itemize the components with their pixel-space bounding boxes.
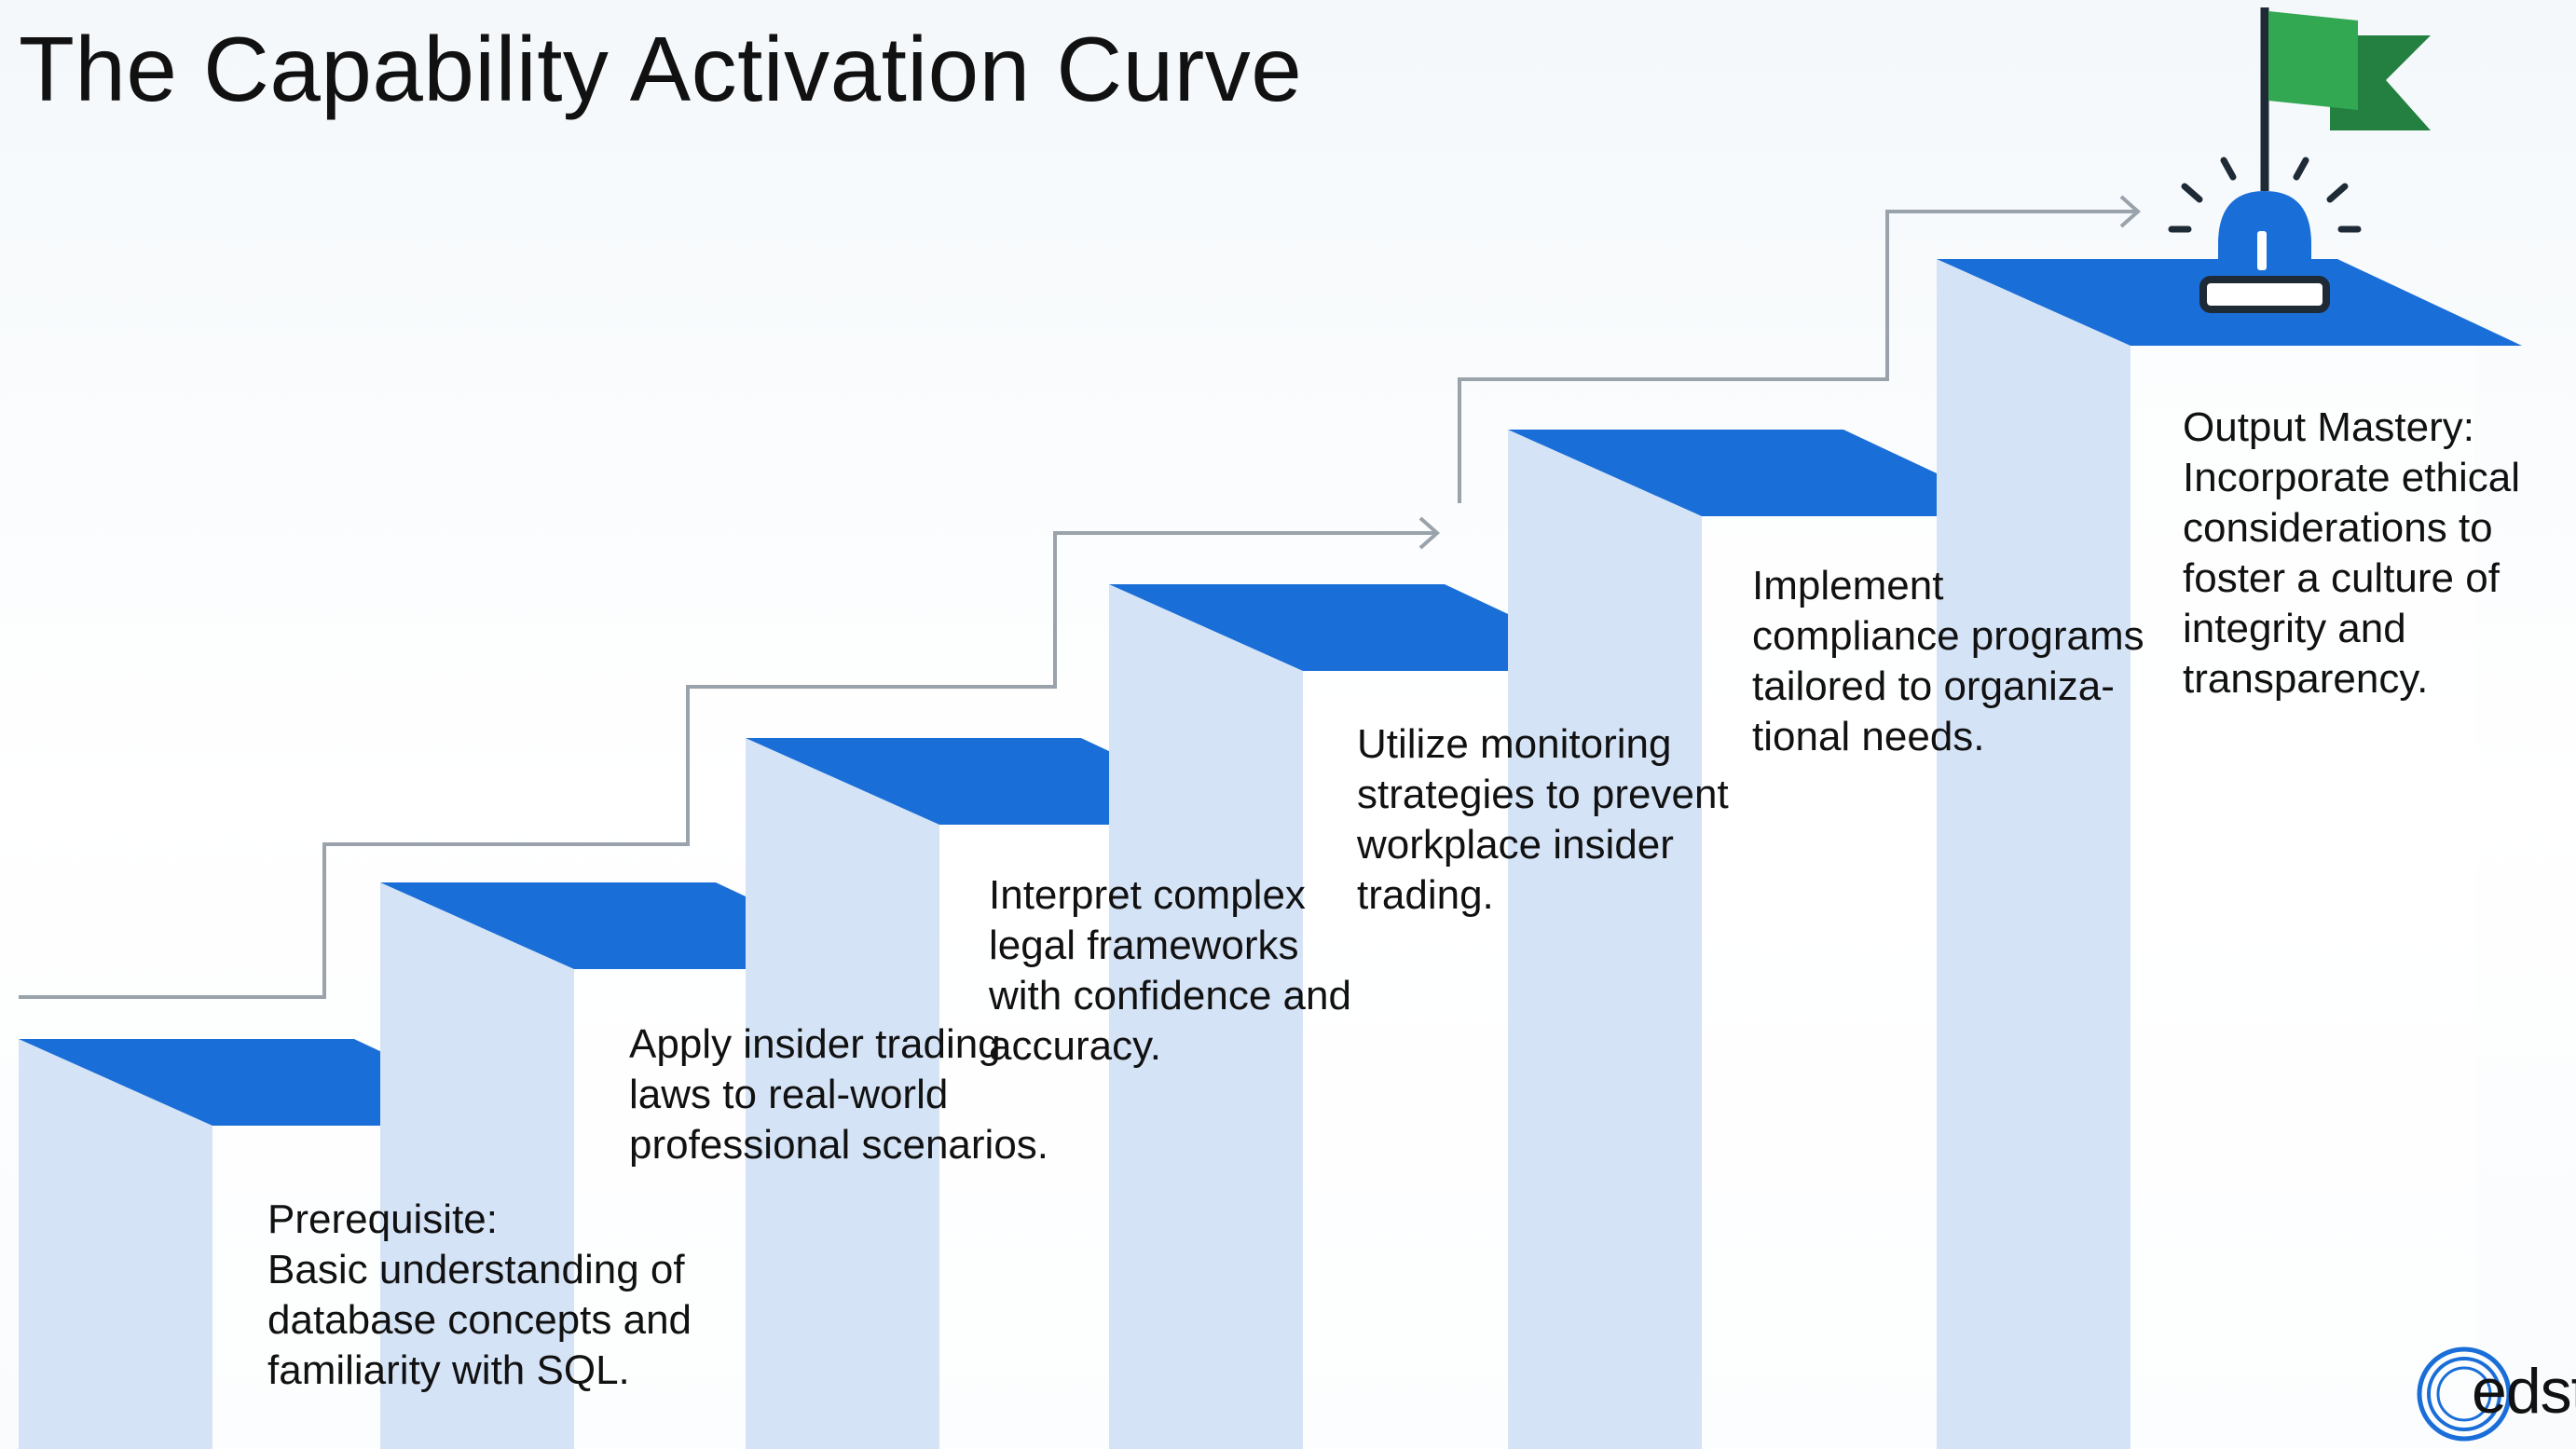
logo-text: edstellar [2472,1356,2576,1427]
goal-marker [2168,7,2431,313]
progress-path-arrow [19,195,2142,999]
stair-step-6 [1937,259,2522,1449]
step-2-text: Apply insider trading laws to real-world… [629,1021,1049,1168]
stair-riser [746,738,939,1449]
edstellar-logo-icon [2417,1346,2512,1442]
stair-riser [380,882,574,1449]
arrow-head [2119,195,2142,228]
siren-beacon-icon [2168,157,2362,313]
staircase [19,259,2522,1449]
stair-tread [1109,584,1629,671]
stair-riser [1937,259,2131,1449]
flag-icon [2268,11,2358,110]
step-6-text: Output Mastery: Incorporate ethical cons… [2183,404,2520,702]
stair-side [1702,516,1981,1449]
step-1-text: Prerequisite: Basic understanding of dat… [267,1196,692,1393]
brand-logo: edstellar [2416,1338,2576,1449]
arrow-head [1418,516,1441,550]
stair-step-5 [1508,430,2028,1449]
stair-riser [1109,584,1303,1449]
step-3-text: Interpret complex legal frameworks with … [989,872,1351,1069]
stair-riser [19,1039,212,1449]
stair-side [2131,346,2475,1449]
stair-tread [1508,430,2028,516]
stair-riser [1508,430,1702,1449]
progress-path [1458,210,2136,503]
progress-path [19,531,1435,999]
step-4-text: Utilize monitoring strategies to prevent… [1357,721,1729,918]
step-5-text: Implement compliance programs tailored t… [1752,563,2144,759]
page-title: The Capability Activation Curve [19,18,1303,120]
